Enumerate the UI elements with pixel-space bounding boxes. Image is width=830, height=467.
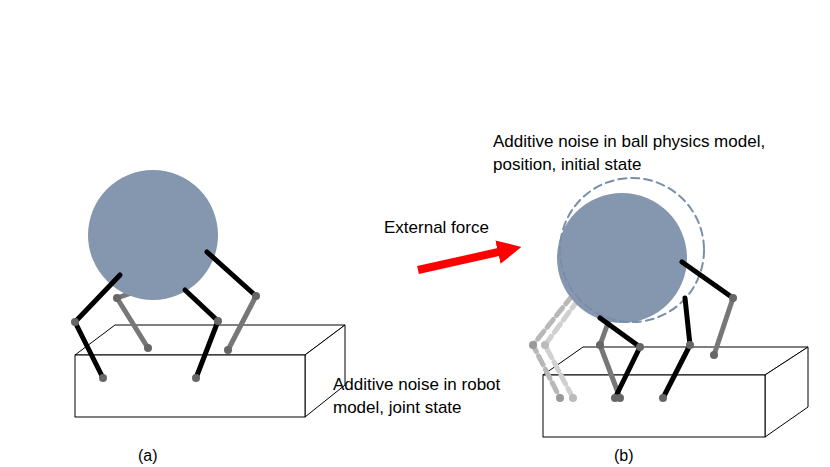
ball-noise-note: Additive noise in ball physics model, po… — [493, 130, 778, 176]
panel-label: (b) — [614, 444, 634, 467]
robot-noise-note: Additive noise in robot model, joint sta… — [333, 373, 548, 419]
noise-ball-outline — [560, 178, 704, 322]
ball — [557, 193, 687, 323]
robot-b — [529, 178, 808, 437]
legs — [75, 170, 256, 378]
force-label: External force — [384, 216, 489, 239]
joints — [71, 292, 260, 382]
ball — [88, 170, 218, 300]
joints — [529, 294, 737, 402]
force-arrow — [418, 249, 512, 270]
legs — [533, 178, 733, 398]
robot-a — [71, 170, 345, 417]
platform-box — [543, 347, 808, 437]
panel-label: (a) — [138, 444, 158, 467]
